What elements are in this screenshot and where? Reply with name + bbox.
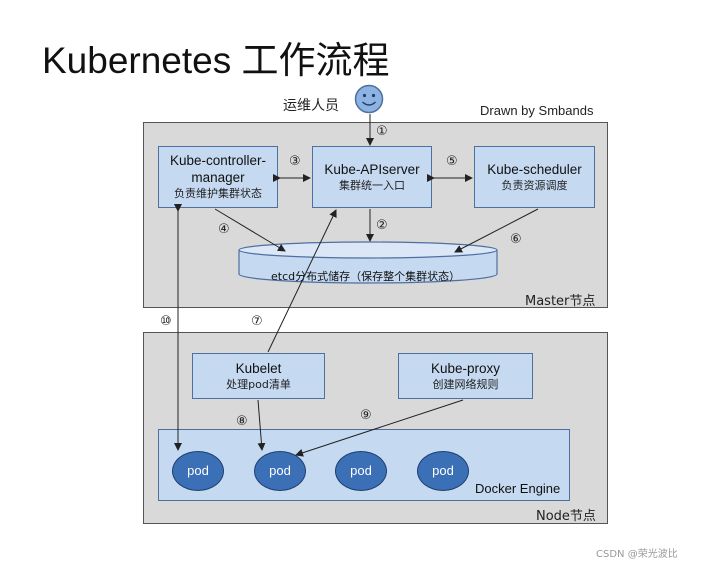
pod-4: pod [417,451,469,491]
kubelet-box: Kubelet 处理pod清单 [192,353,325,399]
docker-engine-label: Docker Engine [475,481,561,496]
step-6: ⑥ [510,232,522,247]
pod-1: pod [172,451,224,491]
step-9: ⑨ [360,408,372,423]
master-node-label: Master节点 [525,294,596,309]
pod-3: pod [335,451,387,491]
apiserver-box: Kube-APIserver 集群统一入口 [312,146,432,208]
controller-manager-subtitle: 负责维护集群状态 [174,187,262,200]
user-smiley-icon [354,84,384,114]
kubelet-title: Kubelet [235,361,282,376]
arrow-controller-to-etcd [214,208,286,252]
step-5: ⑤ [446,154,458,169]
scheduler-subtitle: 负责资源调度 [501,179,568,192]
etcd-label: etcd分布式储存（保存整个集群状态） [271,270,461,283]
step-8: ⑧ [236,414,248,429]
kubelet-subtitle: 处理pod清单 [226,378,291,391]
worker-node-label: Node节点 [536,509,596,524]
scheduler-title: Kube-scheduler [487,162,582,177]
arrow-kubelet-to-apiserver [267,209,337,353]
apiserver-title: Kube-APIserver [324,162,420,177]
kube-proxy-title: Kube-proxy [430,361,501,376]
arrow-proxy-to-pod [295,399,464,457]
step-4: ④ [218,222,230,237]
controller-manager-title-2: manager [191,170,245,185]
pod-2: pod [254,451,306,491]
kube-proxy-subtitle: 创建网络规则 [432,378,499,391]
step-7: ⑦ [251,314,263,329]
arrow-kubelet-to-pod [257,399,266,451]
step-3: ③ [289,154,301,169]
page-title: Kubernetes 工作流程 [42,40,390,81]
watermark: CSDN @荣光波比 [596,549,678,560]
etcd-cylinder [238,241,498,284]
controller-manager-box: Kube-controller- manager 负责维护集群状态 [158,146,278,208]
kube-proxy-box: Kube-proxy 创建网络规则 [398,353,533,399]
arrow-scheduler-to-etcd [454,208,539,253]
controller-manager-title-1: Kube-controller- [169,153,267,168]
step-2: ② [376,218,388,233]
apiserver-subtitle: 集群统一入口 [339,179,405,192]
user-label: 运维人员 [283,98,339,114]
drawn-by-label: Drawn by Smbands [480,103,594,118]
step-10: ⑩ [160,314,172,329]
step-1: ① [376,124,388,139]
scheduler-box: Kube-scheduler 负责资源调度 [474,146,595,208]
